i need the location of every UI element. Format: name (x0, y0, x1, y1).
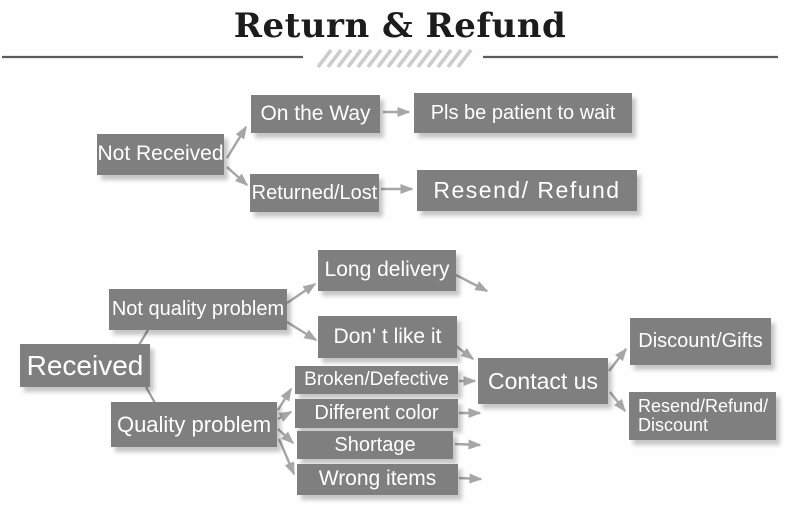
node-resend-refund: Resend/ Refund (417, 170, 637, 211)
node-pls-be-patient: Pls be patient to wait (414, 93, 632, 133)
node-not-quality-problem: Not quality problem (109, 289, 287, 330)
node-different-color: Different color (295, 399, 458, 428)
page-title: Return & Refund (233, 6, 567, 46)
title-divider (2, 48, 778, 69)
node-dont-like-it: Don' t like it (318, 316, 457, 358)
node-received: Received (20, 344, 150, 387)
node-discount-gifts: Discount/Gifts (630, 318, 771, 365)
node-contact-us: Contact us (478, 358, 608, 404)
node-broken-defective: Broken/Defective (295, 366, 458, 394)
node-resend-refund-discount: Resend/Refund/ Discount (629, 392, 776, 440)
node-returned-lost: Returned/Lost (250, 174, 379, 212)
node-shortage: Shortage (297, 431, 453, 459)
node-not-received: Not Received (97, 134, 224, 175)
node-on-the-way: On the Way (251, 95, 380, 133)
node-quality-problem: Quality problem (111, 402, 277, 447)
node-long-delivery: Long delivery (318, 250, 456, 291)
node-wrong-items: Wrong items (297, 464, 458, 495)
hatch-marks (316, 48, 473, 69)
